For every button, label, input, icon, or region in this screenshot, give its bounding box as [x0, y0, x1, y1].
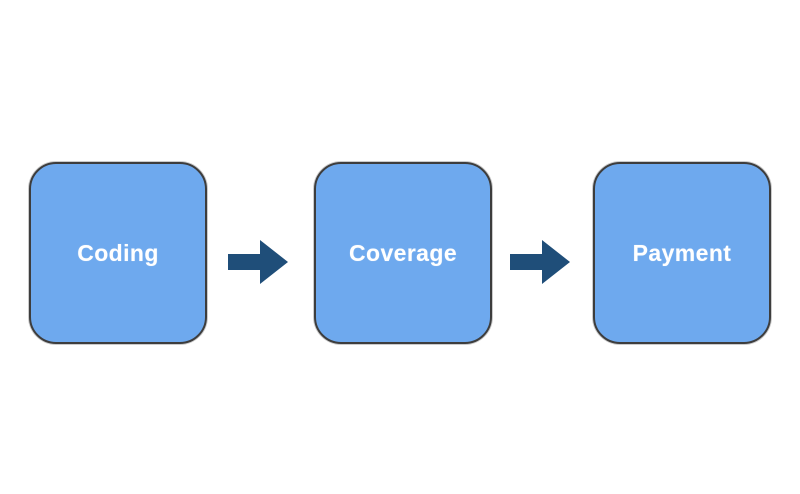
step-label-payment: Payment: [632, 239, 732, 266]
right-arrow-shape: [510, 240, 570, 284]
right-arrow-icon: [228, 240, 288, 284]
step-box-payment: Payment: [593, 162, 771, 344]
step-label-coverage: Coverage: [348, 239, 458, 266]
step-box-coverage: Coverage: [314, 162, 492, 344]
right-arrow-shape: [228, 240, 288, 284]
right-arrow-icon: [510, 240, 570, 284]
step-label-coding: Coding: [77, 239, 159, 266]
step-box-coding: Coding: [29, 162, 207, 344]
